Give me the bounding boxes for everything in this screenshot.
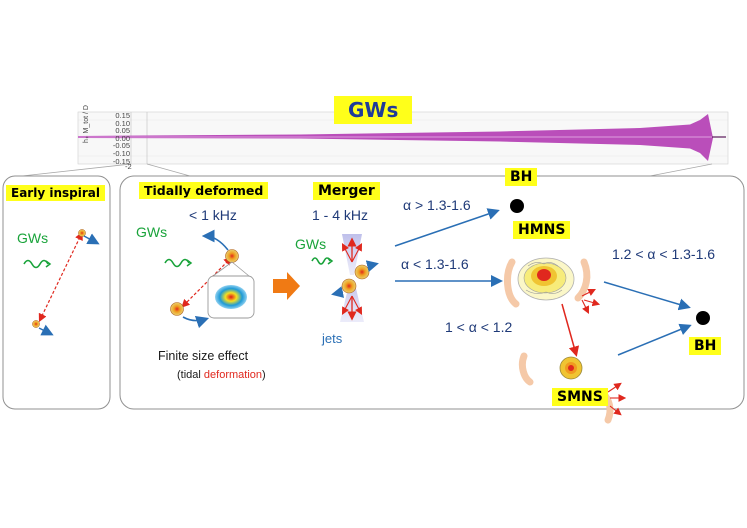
arrow-to-bh xyxy=(394,208,500,247)
tidal-orbit-arrow-top xyxy=(201,229,229,251)
waveform-yticks: 0.15 0.10 0.05 0.00 -0.05 -0.10 -0.15 xyxy=(98,112,130,165)
condition-hmns: α < 1.3-1.6 xyxy=(401,256,469,272)
tidal-note-open: (tidal xyxy=(177,369,204,381)
merger-gw-wave-icon xyxy=(311,257,334,265)
ytick: 0.00 xyxy=(115,133,130,143)
waveform-xtick: -2 xyxy=(125,162,132,171)
hmns-remnant xyxy=(504,257,601,314)
ytick: 0.10 xyxy=(115,118,130,128)
arrow-smns-to-bh xyxy=(617,323,692,356)
early-inspiral-panel xyxy=(2,175,111,410)
black-hole-top xyxy=(510,199,524,213)
zoom-line-left xyxy=(21,163,132,177)
stage-arrow xyxy=(273,272,300,300)
early-orbit-arrow-top xyxy=(83,233,100,245)
condition-bh: α > 1.3-1.6 xyxy=(403,197,471,213)
early-gw-label: GWs xyxy=(17,230,49,246)
smns-label: SMNS xyxy=(552,388,608,406)
merger-star-right xyxy=(354,264,370,280)
jets-label: jets xyxy=(322,331,343,346)
early-star-bottom xyxy=(32,320,40,328)
hmns-label: HMNS xyxy=(513,221,571,239)
zoom-line-mid xyxy=(146,163,191,177)
early-star-top xyxy=(78,229,86,237)
bh-final-label: BH xyxy=(689,337,722,355)
tidal-effect: Finite size effect xyxy=(158,349,249,363)
black-hole-final xyxy=(696,311,710,325)
tidal-zoom-inset xyxy=(207,261,255,319)
waveform-ylabel: h₊ M_tot / D xyxy=(83,105,90,143)
tidal-note-red: deformation xyxy=(203,369,262,381)
tidal-gw-wave-icon xyxy=(164,258,193,268)
early-binary-separation xyxy=(38,231,83,323)
tidal-note: (tidal deformation) xyxy=(177,369,266,381)
ytick: 0.05 xyxy=(115,126,130,136)
tidal-star-top xyxy=(225,249,239,263)
tidal-binary-separation xyxy=(181,256,233,308)
arrow-hmns-to-smns xyxy=(561,303,580,357)
early-gw-wave-icon xyxy=(23,259,52,269)
arrow-hmns-to-bh xyxy=(603,281,691,311)
merger-frequency: 1 - 4 kHz xyxy=(312,207,369,223)
merger-gw-label: GWs xyxy=(295,236,327,252)
ytick: -0.05 xyxy=(112,141,130,151)
tidal-frequency: < 1 kHz xyxy=(189,207,237,223)
evolution-panel xyxy=(119,175,745,410)
tidal-star-bottom xyxy=(170,302,184,316)
ytick: -0.15 xyxy=(112,156,130,166)
ytick: 0.15 xyxy=(115,111,130,120)
page-title: GWs xyxy=(334,96,413,124)
merger-star-left xyxy=(341,278,357,294)
tidal-gw-label: GWs xyxy=(136,224,168,240)
bh-top-label: BH xyxy=(505,168,538,186)
ytick: -0.10 xyxy=(112,148,130,158)
condition-collapse: 1.2 < α < 1.3-1.6 xyxy=(612,246,716,262)
condition-smns: 1 < α < 1.2 xyxy=(445,319,513,335)
early-inspiral-label: Early inspiral xyxy=(6,185,105,201)
zoom-line-right xyxy=(649,163,713,177)
waveform-envelope xyxy=(78,114,713,161)
tidal-orbit-arrow-bottom xyxy=(182,315,210,329)
merger-label: Merger xyxy=(313,182,380,200)
tidal-note-close: ) xyxy=(262,369,266,381)
early-orbit-arrow-bottom xyxy=(38,324,54,336)
tidal-label: Tidally deformed xyxy=(139,182,269,199)
